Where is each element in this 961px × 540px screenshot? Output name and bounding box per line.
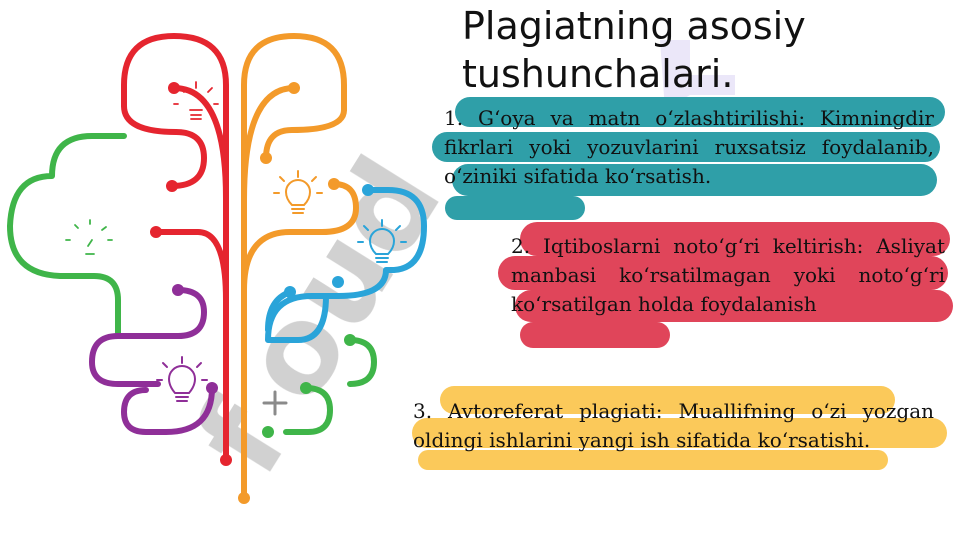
lightbulb-icon <box>173 81 219 120</box>
slide-title: Plagiatning asosiy tushunchalari. <box>462 4 806 96</box>
plus-icon <box>262 390 288 416</box>
brain-red-path <box>121 33 229 463</box>
concept-item-2: 2. Iqtiboslarni noto‘g‘ri keltirish: Asl… <box>511 234 945 316</box>
item1-highlight <box>432 97 945 220</box>
item2-highlight <box>498 222 953 348</box>
lightbulb-icon <box>357 219 407 263</box>
lightbulb-icon <box>156 356 208 402</box>
brain-green-path <box>7 133 377 435</box>
lightbulb-icon <box>65 219 113 255</box>
concept-item-3: 3. Avtoreferat plagiati: Muallifning o‘z… <box>413 399 934 452</box>
concept-item-1: 1. G‘oya va matn o‘zlashtirilishi: Kimni… <box>444 106 934 188</box>
lightbulb-icon <box>273 170 323 214</box>
item3-highlight <box>412 386 947 470</box>
brain-purple-path <box>89 287 215 435</box>
brain-orange-path <box>241 33 359 501</box>
brain-node-dots <box>150 82 374 504</box>
